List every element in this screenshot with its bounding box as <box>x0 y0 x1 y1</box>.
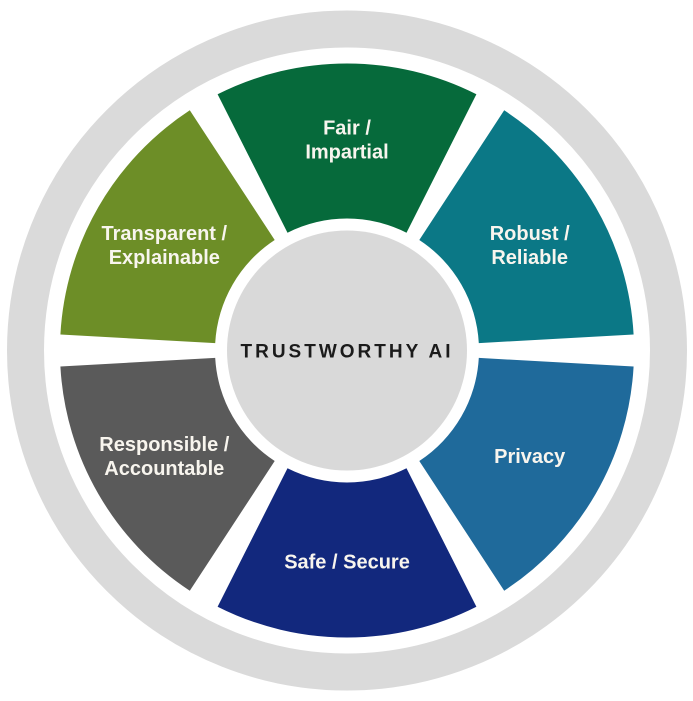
segment-label-responsible-accountable: Responsible /Accountable <box>99 434 229 480</box>
segment-label-robust-reliable: Robust /Reliable <box>490 223 570 269</box>
segment-label-safe-secure: Safe / Secure <box>284 552 410 574</box>
segment-transparent-explainable <box>60 110 275 344</box>
segment-responsible-accountable <box>60 357 275 591</box>
segment-label-transparent-explainable: Transparent /Explainable <box>101 223 227 269</box>
center-circle <box>227 230 467 471</box>
segment-fair-impartial <box>217 63 477 233</box>
segment-label-fair-impartial: Fair /Impartial <box>305 118 388 164</box>
segments-group <box>60 63 634 638</box>
outer-ring <box>7 10 687 691</box>
center-label: TRUSTWORTHY AI <box>241 342 454 363</box>
segment-privacy <box>419 357 634 591</box>
segment-robust-reliable <box>419 110 634 344</box>
segment-safe-secure <box>217 468 477 638</box>
segment-label-privacy: Privacy <box>494 446 566 468</box>
